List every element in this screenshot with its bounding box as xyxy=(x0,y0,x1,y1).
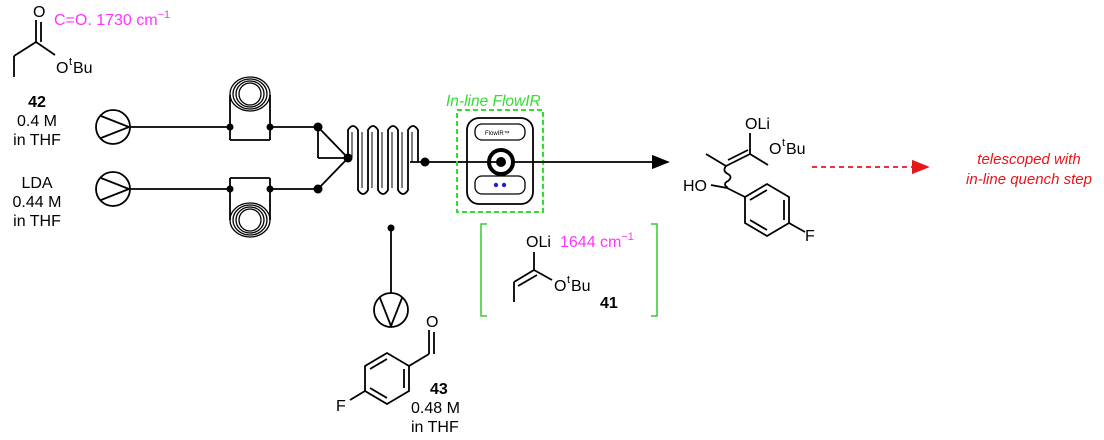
aldehyde-concentration: 0.48 M xyxy=(411,400,460,417)
aldehyde-f: F xyxy=(336,398,346,415)
product-ho: HO xyxy=(683,178,707,195)
ester-number: 42 xyxy=(28,94,46,111)
aldol-product-structure: OLi O t Bu HO F xyxy=(683,116,815,245)
enolate-otbu-o: O xyxy=(554,278,566,295)
enolate-41-structure: OLi O t Bu xyxy=(513,234,591,302)
pump-icon xyxy=(95,171,131,207)
serpentine-reactor xyxy=(347,125,419,195)
enolate-tbu-sup: t xyxy=(567,274,570,286)
ester-tbu-sup: t xyxy=(69,56,72,68)
aldehyde-43-structure: O F xyxy=(336,314,438,415)
coil-icon xyxy=(229,76,271,112)
product-oli: OLi xyxy=(745,116,770,133)
ester-tbu: Bu xyxy=(73,60,93,77)
flowir-title: In-line FlowIR xyxy=(446,93,541,110)
product-otbu-o: O xyxy=(769,141,781,158)
enolate-oli: OLi xyxy=(526,234,551,251)
ester-carbonyl-o: O xyxy=(33,4,45,21)
lda-name: LDA xyxy=(21,175,52,192)
aldehyde-o: O xyxy=(426,314,438,331)
telescoped-line2: in-line quench step xyxy=(966,171,1092,188)
flowir-box xyxy=(456,109,544,213)
product-tbu: Bu xyxy=(786,141,806,158)
aldehyde-number: 43 xyxy=(430,381,448,398)
ester-ir-label: C=O. 1730 cm−1 xyxy=(54,9,170,29)
pump-icon xyxy=(95,109,131,145)
ester-solvent: in THF xyxy=(13,132,61,149)
telescoped-line1: telescoped with xyxy=(977,151,1080,168)
ester-otbu-o: O xyxy=(56,60,68,77)
junction-dots xyxy=(226,122,430,232)
lda-concentration: 0.44 M xyxy=(13,194,62,211)
flowir-device-icon: FlowIR™ xyxy=(466,117,534,205)
product-f: F xyxy=(805,228,815,245)
product-tbu-sup: t xyxy=(782,137,785,149)
aldehyde-solvent: in THF xyxy=(411,419,459,436)
enolate-tbu: Bu xyxy=(571,278,591,295)
lda-solvent: in THF xyxy=(13,213,61,230)
ester-concentration: 0.4 M xyxy=(17,113,57,130)
pump-icon xyxy=(373,292,409,328)
ester-42-structure: O O t Bu xyxy=(13,4,93,77)
coil-icon xyxy=(229,202,271,238)
flowir-device-text: FlowIR™ xyxy=(485,130,510,137)
enolate-bracket xyxy=(480,223,658,317)
enolate-ir-label: 1644 cm−1 xyxy=(560,231,634,251)
enolate-number: 41 xyxy=(600,295,618,312)
